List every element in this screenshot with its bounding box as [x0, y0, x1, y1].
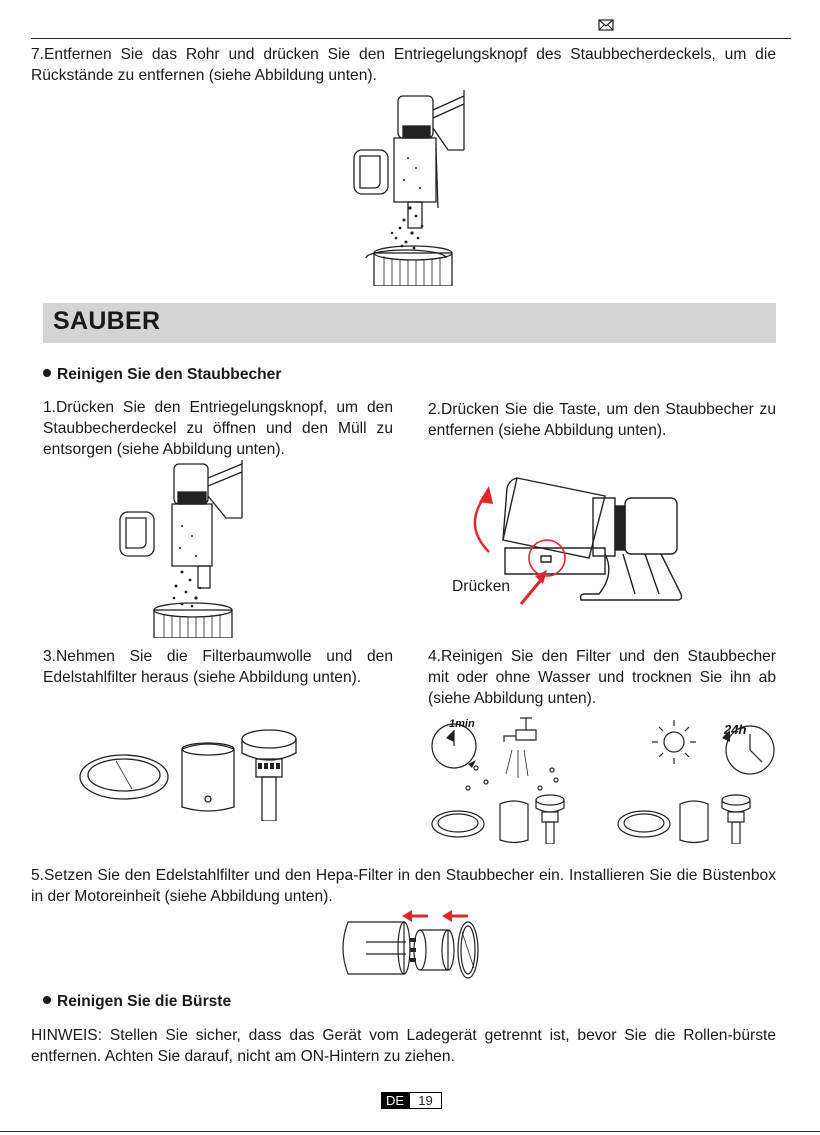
step3-text: 3.Nehmen Sie die Filterbaumwolle und den… [43, 648, 393, 686]
section-title: SAUBER [53, 307, 161, 335]
install-filter-illustration [342, 910, 479, 979]
brush-heading-text: Reinigen Sie die Bürste [57, 993, 232, 1010]
step7-text: 7.Entfernen Sie das Rohr und drücken Sie… [31, 46, 776, 84]
page-number: 19 [409, 1092, 442, 1109]
filter-parts-illustration [79, 729, 297, 821]
step4-text: 4.Reinigen Sie den Filter und den Staubb… [428, 648, 776, 707]
brush-note-text: HINWEIS: Stellen Sie sicher, dass das Ge… [31, 1027, 776, 1065]
timer-24h: 24h [724, 722, 747, 737]
step2-text: 2.Drücken Sie die Taste, um den Staubbec… [428, 401, 776, 439]
empty-dustcup-illustration [353, 90, 465, 286]
cup-heading: Reinigen Sie den Staubbecher [43, 366, 281, 384]
mail-icon [598, 19, 614, 31]
language-badge: DE [381, 1092, 409, 1109]
brush-heading: Reinigen Sie die Bürste [43, 993, 231, 1011]
footer-rule [0, 1131, 820, 1132]
bullet-icon [43, 369, 51, 377]
open-lid-illustration [119, 460, 243, 638]
wash-filter-illustration [431, 717, 565, 844]
section-banner [43, 303, 776, 343]
step5-text: 5.Setzen Sie den Edelstahlfilter und den… [31, 867, 776, 905]
remove-dustcup-illustration [473, 477, 683, 605]
press-label: Drücken [452, 578, 511, 595]
step1-text: 1.Drücken Sie den Entriegelungsknopf, um… [43, 399, 393, 458]
header-rule [31, 38, 791, 39]
bullet-icon [43, 996, 51, 1004]
timer-1min: 1min [449, 718, 475, 730]
dry-filter-illustration [617, 720, 775, 844]
cup-heading-text: Reinigen Sie den Staubbecher [57, 366, 282, 383]
